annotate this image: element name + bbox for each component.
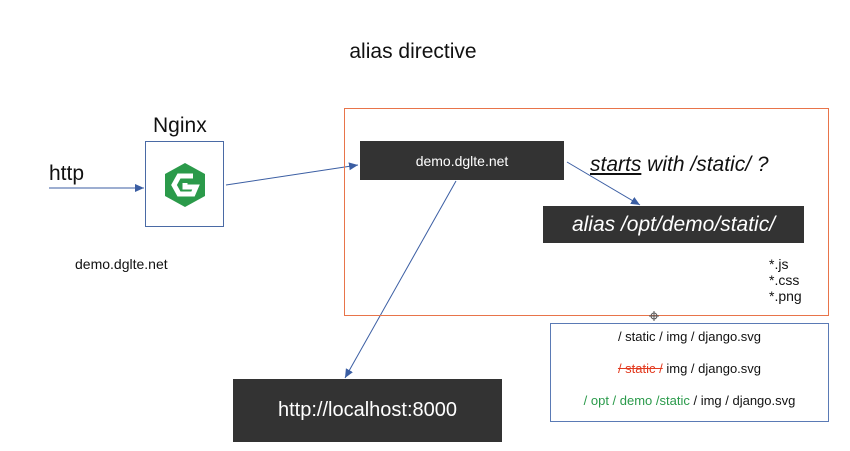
path-rewrite-box: / static / img / django.svg / static / i… [550,323,829,422]
diagram-title: alias directive [349,40,477,63]
nginx-to-server-arrow [225,162,359,186]
aliased-path: / opt / demo /static / img / django.svg [551,393,828,408]
server-block-frame [344,108,829,316]
alias-prefix: / opt / demo /static [583,393,690,408]
client-domain-label: demo.dglte.net [75,256,168,272]
server-name-box: demo.dglte.net [360,141,564,180]
struck-static-prefix: / static / [617,361,663,376]
extension-css: *.css [769,272,800,288]
http-label: http [49,162,85,185]
extension-js: *.js [769,256,789,272]
aliased-path-rest: / img / django.svg [689,393,796,408]
question-rest: with /static/ ? [641,153,769,176]
nginx-box [145,141,224,227]
extension-png: *.png [769,288,802,304]
extensions-list: *.js *.css *.png [769,256,802,304]
server-to-backend-arrow [344,180,457,379]
location-question: starts with /static/ ? [590,153,769,177]
nginx-logo-icon [165,163,205,207]
stripped-path: / static / img / django.svg [551,361,828,376]
server-to-alias-arrow [566,161,641,206]
original-path: / static / img / django.svg [617,329,762,344]
move-cursor-icon [649,311,659,321]
backend-box: http://localhost:8000 [233,379,502,442]
stripped-path-rest: img / django.svg [662,361,762,376]
question-starts-word: starts [590,153,642,176]
nginx-label: Nginx [153,114,207,137]
alias-box: alias /opt/demo/static/ [543,206,804,243]
